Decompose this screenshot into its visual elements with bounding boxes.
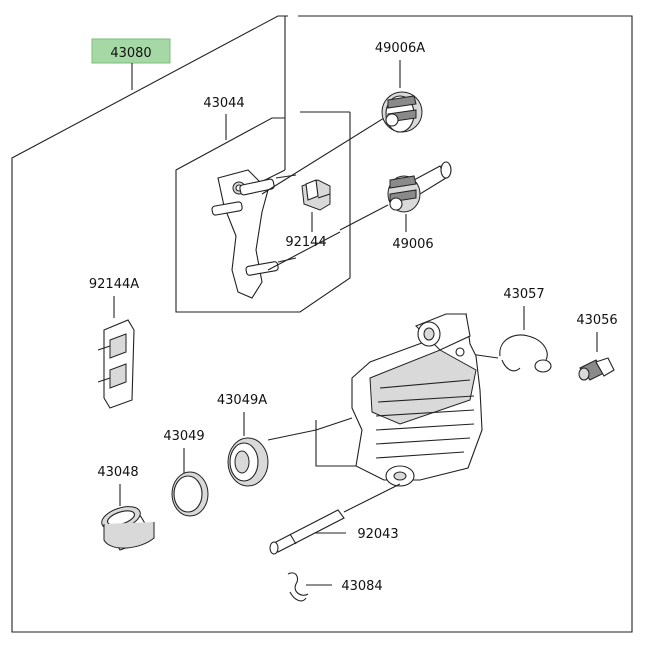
callout-43049A[interactable]: 43049A bbox=[217, 393, 267, 436]
assembly-label-43080[interactable]: 43080 bbox=[91, 38, 171, 90]
part-number-92144A: 92144A bbox=[89, 277, 139, 292]
callout-43049[interactable]: 43049 bbox=[163, 429, 205, 474]
callout-92144A[interactable]: 92144A bbox=[89, 277, 139, 318]
callout-92144[interactable]: 92144 bbox=[285, 212, 327, 250]
callout-49006A[interactable]: 49006A bbox=[375, 41, 425, 88]
part-bearing-43048[interactable] bbox=[99, 502, 155, 551]
part-shaft-92043[interactable] bbox=[269, 483, 401, 555]
part-number-49006: 49006 bbox=[392, 237, 433, 252]
part-number-43044: 43044 bbox=[203, 96, 244, 111]
part-spring-43057[interactable] bbox=[469, 334, 552, 373]
part-shift-plate-43044[interactable] bbox=[211, 169, 297, 299]
callout-92043[interactable]: 92043 bbox=[314, 527, 399, 542]
part-ring-43049[interactable] bbox=[171, 471, 209, 517]
callout-43057[interactable]: 43057 bbox=[503, 287, 545, 330]
part-roller-shaft-49006[interactable] bbox=[267, 161, 452, 271]
assembly-label-text: 43080 bbox=[110, 46, 151, 61]
part-number-43049A: 43049A bbox=[217, 393, 267, 408]
callout-43048[interactable]: 43048 bbox=[97, 465, 139, 506]
callout-43044[interactable]: 43044 bbox=[203, 96, 245, 140]
part-number-92144: 92144 bbox=[285, 235, 326, 250]
part-number-43056: 43056 bbox=[576, 313, 617, 328]
part-clip-43084[interactable] bbox=[287, 572, 309, 602]
part-number-43048: 43048 bbox=[97, 465, 138, 480]
callout-43056[interactable]: 43056 bbox=[576, 313, 618, 352]
part-number-43049: 43049 bbox=[163, 429, 204, 444]
part-number-92043: 92043 bbox=[357, 527, 398, 542]
part-clip-92144A[interactable] bbox=[97, 319, 135, 409]
part-number-43057: 43057 bbox=[503, 287, 544, 302]
part-shift-drum[interactable] bbox=[351, 312, 483, 487]
callout-49006[interactable]: 49006 bbox=[392, 214, 434, 252]
part-number-43084: 43084 bbox=[341, 579, 382, 594]
part-number-49006A: 49006A bbox=[375, 41, 425, 56]
callout-43084[interactable]: 43084 bbox=[306, 579, 383, 594]
part-spring-92144[interactable] bbox=[301, 179, 331, 211]
part-roller-49006A[interactable] bbox=[261, 91, 423, 195]
part-seal-43049A[interactable] bbox=[227, 417, 356, 487]
assembly-label-highlight bbox=[91, 38, 171, 64]
part-bolt-43056[interactable] bbox=[578, 357, 615, 381]
assembly-frame bbox=[11, 15, 633, 633]
